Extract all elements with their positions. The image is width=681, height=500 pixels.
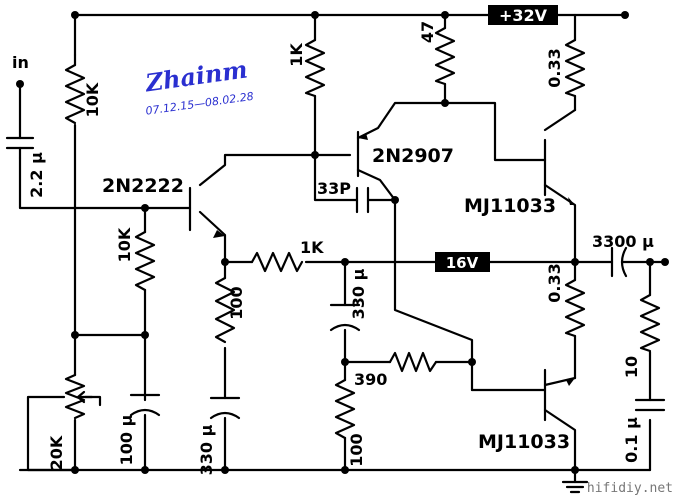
r-10k-bias-label: 10K: [83, 82, 102, 117]
q1-label: 2N2222: [102, 175, 184, 197]
capacitor-100u: [129, 393, 161, 417]
r-10-label: 10: [622, 356, 641, 378]
site-footer: hifidiy.net: [586, 481, 673, 496]
input-label: in: [12, 53, 29, 72]
q2-label: 2N2907: [372, 145, 454, 167]
r-033-bot-label: 0.33: [545, 263, 564, 302]
c-330u-emit-label: 330 μ: [197, 424, 216, 475]
potentiometer-20k: [64, 373, 94, 420]
c-330u-fb-label: 330 μ: [349, 268, 368, 319]
capacitor-input: [5, 136, 35, 160]
c-33p-label: 33P: [317, 179, 351, 198]
c-100u-label: 100 μ: [117, 414, 136, 465]
capacitor-zobel: [634, 398, 666, 412]
mid-voltage-label: 16V: [446, 254, 479, 272]
r-033-top-label: 0.33: [545, 48, 564, 87]
resistor-390: [388, 351, 438, 373]
resistor-100-bottom: [334, 378, 356, 440]
q4-label: MJ11033: [478, 431, 570, 453]
c-zobel-label: 0.1 μ: [622, 417, 641, 463]
r-1k-fb-label: 1K: [300, 238, 324, 257]
supply-box: +32V: [488, 5, 558, 25]
r-47-label: 47: [418, 21, 437, 43]
resistor-1k-feedback: [250, 251, 304, 273]
resistor-10k-divider: [134, 230, 156, 292]
capacitor-330u-feedback: [329, 303, 361, 332]
q3-label: MJ11033: [464, 195, 556, 217]
c-3300u-label: 3300 μ: [592, 232, 654, 251]
resistor-47: [434, 26, 456, 86]
r-100-bot-label: 100: [347, 433, 366, 466]
r-10k-div-label: 10K: [115, 227, 134, 262]
resistor-033-top: [564, 38, 586, 98]
r-20k-label: 20K: [47, 435, 66, 470]
transistor-2n2222: [188, 186, 225, 238]
resistor-100-emitter: [214, 276, 236, 344]
junction-dots: [16, 11, 669, 474]
r-100-emit-label: 100: [227, 286, 246, 319]
transistor-2n2907: [356, 130, 368, 178]
capacitor-33p: [355, 186, 370, 214]
capacitor-3300u-output: [610, 246, 628, 278]
mid-voltage-box: 16V: [435, 252, 490, 272]
resistor-10k-bias: [64, 63, 86, 125]
supply-label: +32V: [499, 6, 548, 25]
c-in-label: 2.2 μ: [27, 152, 46, 198]
resistor-033-bottom: [564, 278, 586, 338]
resistor-1k-top: [304, 38, 326, 98]
capacitor-330u-emitter: [209, 396, 241, 420]
ground-icon: [561, 480, 589, 494]
r-390-label: 390: [354, 370, 387, 389]
transistor-mj11033-top: [543, 138, 575, 205]
transistor-mj11033-bottom: [543, 368, 575, 422]
r-1k-top-label: 1K: [287, 43, 306, 67]
resistor-10-zobel: [639, 293, 661, 353]
